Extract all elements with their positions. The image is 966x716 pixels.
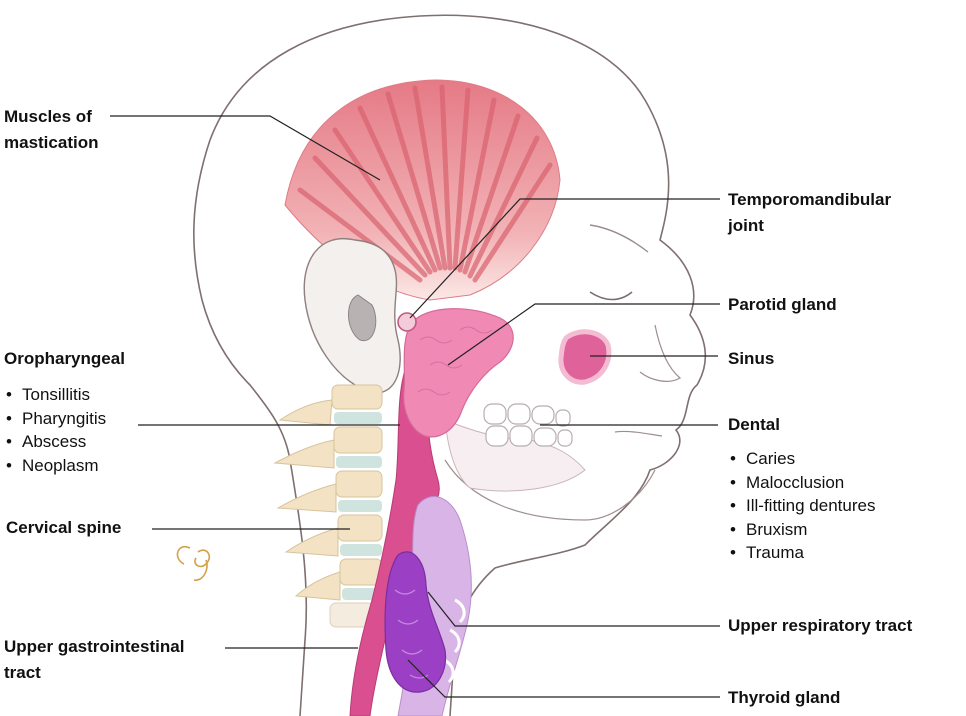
- list-item: Tonsillitis: [6, 383, 106, 407]
- ear-canal: [348, 294, 377, 342]
- leader-muscles: [110, 115, 381, 181]
- leader-tmj: [409, 198, 720, 319]
- nose: [639, 324, 682, 382]
- closed-eye: [589, 291, 633, 301]
- label-sinus: Sinus: [728, 349, 775, 368]
- label-muscles-line1: Muscles of: [4, 107, 92, 126]
- label-oropharyngeal: Oropharyngeal: [4, 349, 125, 368]
- list-item: Malocclusion: [730, 471, 875, 495]
- tmj-condyle: [397, 312, 417, 332]
- label-upper-respiratory-tract: Upper respiratory tract: [728, 616, 913, 635]
- label-dental: Dental: [728, 415, 780, 434]
- back-of-neck-outline: [193, 139, 308, 716]
- thyroid-texture: [394, 589, 429, 679]
- artist-signature: [176, 545, 211, 581]
- label-muscles-line2: mastication: [4, 133, 99, 152]
- label-tmj-line2: joint: [728, 216, 764, 235]
- list-item: Trauma: [730, 541, 875, 565]
- oropharyngeal-list: Tonsillitis Pharyngitis Abscess Neoplasm: [6, 383, 106, 477]
- label-muscles-of-mastication: Muscles of mastication: [4, 104, 98, 156]
- list-item: Ill-fitting dentures: [730, 494, 875, 518]
- lips: [614, 430, 663, 437]
- muscle-fibers: [297, 84, 553, 283]
- label-parotid-gland: Parotid gland: [728, 295, 837, 314]
- tracheal-rings: [443, 598, 466, 684]
- list-item: Bruxism: [730, 518, 875, 542]
- brow: [589, 224, 649, 253]
- dental-list: Caries Malocclusion Ill-fitting dentures…: [730, 447, 875, 565]
- leader-parotid: [447, 303, 720, 366]
- leader-thyroid: [407, 659, 720, 698]
- label-cervical-spine: Cervical spine: [6, 518, 122, 537]
- label-upper-gi-tract: Upper gastrointestinal tract: [4, 634, 184, 686]
- list-item: Caries: [730, 447, 875, 471]
- parotid-gland: [403, 308, 514, 438]
- head-outline: [209, 14, 706, 716]
- list-item: Abscess: [6, 430, 106, 454]
- maxillary-sinus: [558, 329, 612, 385]
- label-upper-gi-line1: Upper gastrointestinal: [4, 637, 185, 656]
- label-temporomandibular-joint: Temporomandibular joint: [728, 187, 891, 239]
- label-thyroid-gland: Thyroid gland: [728, 688, 841, 707]
- list-item: Neoplasm: [6, 454, 106, 478]
- teeth: [483, 403, 573, 447]
- label-tmj-line1: Temporomandibular: [728, 190, 892, 209]
- pharynx: [349, 368, 440, 716]
- leader-lines: [110, 115, 720, 698]
- list-item: Pharyngitis: [6, 407, 106, 431]
- cervical-vertebrae: [273, 384, 383, 628]
- label-upper-gi-line2: tract: [4, 663, 41, 682]
- leader-upper-resp: [427, 591, 720, 627]
- parotid-lobules: [417, 326, 493, 396]
